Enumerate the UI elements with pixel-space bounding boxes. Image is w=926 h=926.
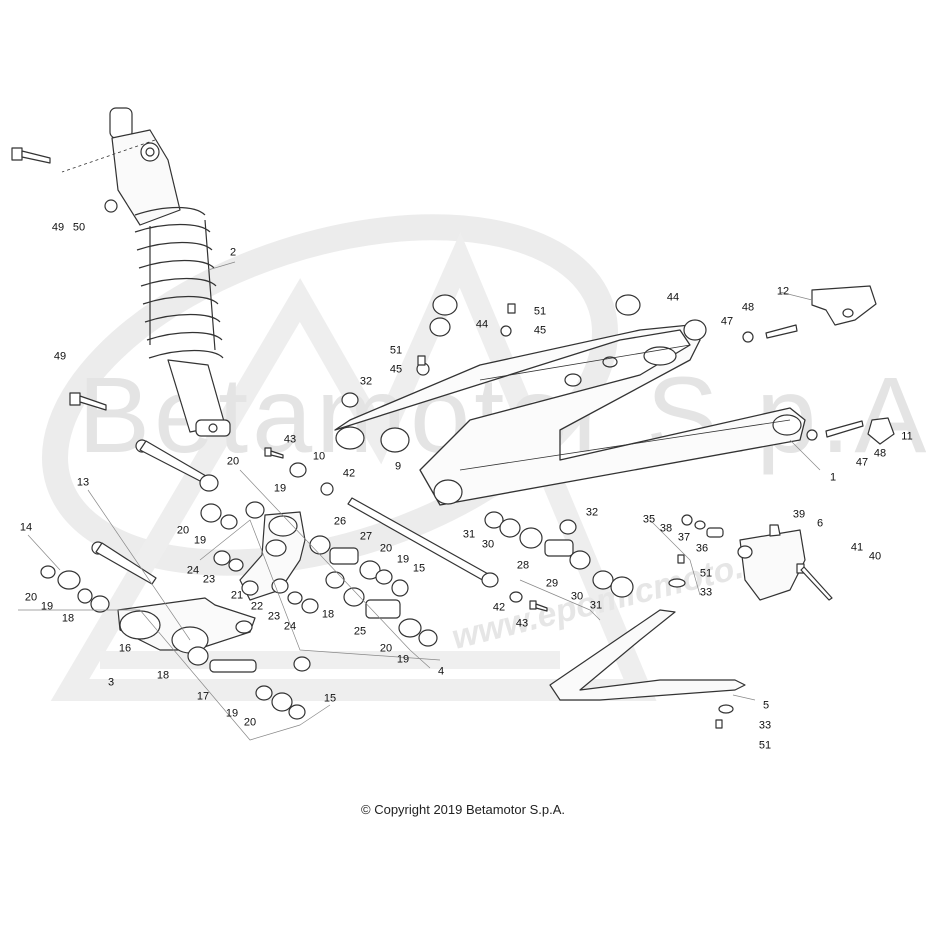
- callout-33a: 33: [699, 586, 713, 599]
- callout-31a: 31: [462, 528, 476, 541]
- callout-10: 10: [312, 450, 326, 463]
- callout-19f: 19: [225, 707, 239, 720]
- callout-6: 6: [816, 517, 824, 530]
- callout-20f: 20: [243, 716, 257, 729]
- bushings: [40, 501, 438, 720]
- callout-48b: 48: [873, 447, 887, 460]
- callout-18a: 18: [61, 612, 75, 625]
- callout-1: 1: [829, 471, 837, 484]
- callout-24b: 24: [283, 620, 297, 633]
- copyright-notice: © Copyright 2019 Betamotor S.p.A.: [361, 802, 565, 817]
- pivot-axle: [91, 439, 219, 585]
- callout-2: 2: [229, 246, 237, 259]
- callout-45b: 45: [389, 363, 403, 376]
- callout-33b: 33: [758, 719, 772, 732]
- callout-51c: 51: [699, 567, 713, 580]
- callout-22: 22: [250, 600, 264, 613]
- callout-11: 11: [901, 430, 913, 443]
- shock-bolt-top: [11, 147, 118, 213]
- callout-48a: 48: [741, 301, 755, 314]
- callout-44a: 44: [475, 318, 489, 331]
- callout-30a: 30: [481, 538, 495, 551]
- callout-15a: 15: [412, 562, 426, 575]
- chain-guide: [737, 524, 806, 601]
- callout-12: 12: [776, 285, 790, 298]
- callout-23a: 23: [202, 573, 216, 586]
- callout-19b: 19: [193, 534, 207, 547]
- callout-25: 25: [353, 625, 367, 638]
- callout-51a: 51: [533, 305, 547, 318]
- callout-19c: 19: [40, 600, 54, 613]
- leader-lines: [18, 261, 821, 741]
- callout-20d: 20: [379, 542, 393, 555]
- callout-24a: 24: [186, 564, 200, 577]
- callout-19a: 19: [273, 482, 287, 495]
- callout-32b: 32: [585, 506, 599, 519]
- shock-bolt-bottom: [69, 392, 107, 411]
- callout-32a: 32: [359, 375, 373, 388]
- callout-18c: 18: [321, 608, 335, 621]
- callout-40: 40: [868, 550, 882, 563]
- callout-28: 28: [516, 559, 530, 572]
- callout-19e: 19: [396, 653, 410, 666]
- callout-17: 17: [196, 690, 210, 703]
- callout-51b: 51: [389, 344, 403, 357]
- callout-13: 13: [76, 476, 90, 489]
- callout-23b: 23: [267, 610, 281, 623]
- callout-26: 26: [333, 515, 347, 528]
- chain-adjusters: [765, 285, 895, 445]
- callout-45a: 45: [533, 324, 547, 337]
- callout-16: 16: [118, 642, 132, 655]
- callout-35: 35: [642, 513, 656, 526]
- pivot-bushings: [289, 294, 818, 714]
- callout-18b: 18: [156, 669, 170, 682]
- callout-49a: 49: [51, 221, 65, 234]
- chain-slider: [549, 609, 746, 701]
- callout-37: 37: [677, 531, 691, 544]
- small-bolts: [264, 303, 833, 729]
- callout-42b: 42: [492, 601, 506, 614]
- callout-44b: 44: [666, 291, 680, 304]
- callout-14: 14: [19, 521, 33, 534]
- callout-19d: 19: [396, 553, 410, 566]
- linkage-assembly: [117, 511, 306, 654]
- callout-30b: 30: [570, 590, 584, 603]
- callout-42a: 42: [342, 467, 356, 480]
- callout-20b: 20: [176, 524, 190, 537]
- callout-51d: 51: [758, 739, 772, 752]
- swingarm-axle: [347, 497, 499, 588]
- callout-27: 27: [359, 530, 373, 543]
- callout-49b: 49: [53, 350, 67, 363]
- callout-5: 5: [762, 699, 770, 712]
- callout-43b: 43: [515, 617, 529, 630]
- callout-20c: 20: [24, 591, 38, 604]
- callout-43a: 43: [283, 433, 297, 446]
- callout-9: 9: [394, 460, 402, 473]
- callout-47b: 47: [855, 456, 869, 469]
- callout-21: 21: [230, 589, 244, 602]
- callout-29: 29: [545, 577, 559, 590]
- swingarm: [334, 324, 806, 506]
- callout-47a: 47: [720, 315, 734, 328]
- callout-20e: 20: [379, 642, 393, 655]
- callout-31b: 31: [589, 599, 603, 612]
- callout-20a: 20: [226, 455, 240, 468]
- callout-39: 39: [792, 508, 806, 521]
- callout-41: 41: [850, 541, 864, 554]
- callout-38: 38: [659, 522, 673, 535]
- callout-36: 36: [695, 542, 709, 555]
- callout-50: 50: [72, 221, 86, 234]
- callout-15b: 15: [323, 692, 337, 705]
- callout-3: 3: [107, 676, 115, 689]
- shock-absorber: [61, 107, 231, 437]
- callout-4: 4: [437, 665, 445, 678]
